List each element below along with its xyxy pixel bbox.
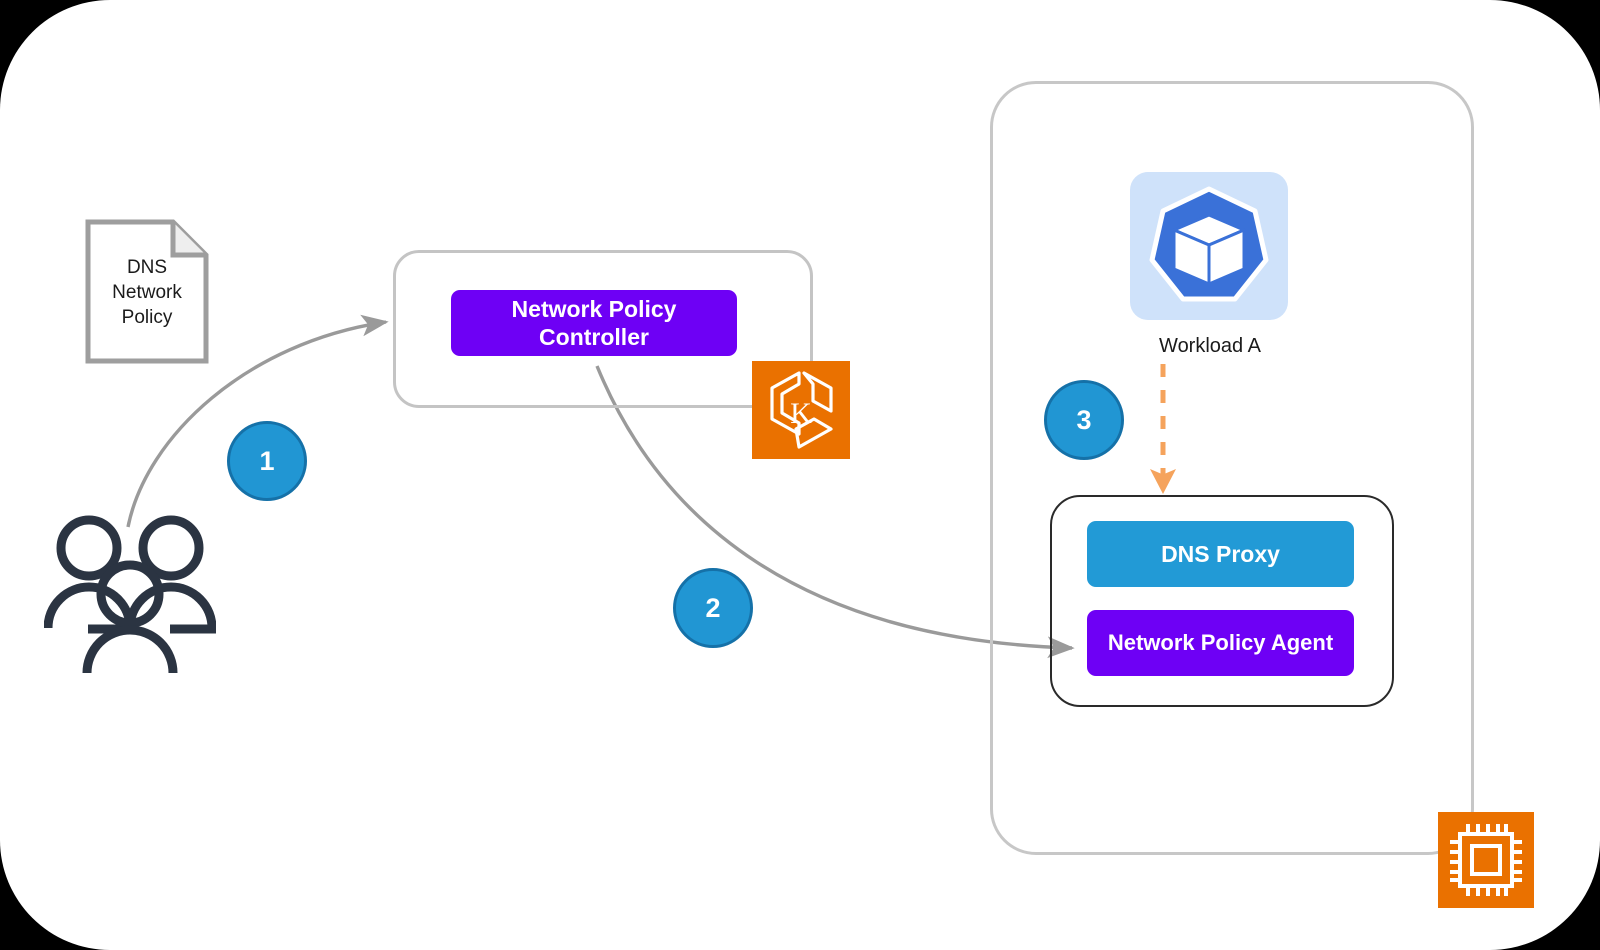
amazon-eks-icon: K [752,361,850,459]
document-label-line-2: Network [112,282,182,303]
document-label: DNS Network Policy [85,255,209,330]
step-2-number: 2 [705,592,721,623]
document-label-line-1: DNS [126,257,168,278]
eks-glyph: K [770,371,833,449]
step-3-number: 3 [1076,404,1092,435]
controller-label-line-2: Controller [539,324,649,350]
chip-glyph [1450,824,1522,896]
network-policy-controller-box[interactable]: Network Policy Controller [451,290,737,356]
dns-proxy-label: DNS Proxy [1161,540,1280,567]
users-glyph [43,515,217,674]
ec2-node-group [990,81,1474,855]
step-1-number: 1 [259,445,275,476]
document-icon [85,219,209,364]
document-label-line-3: Policy [121,307,173,328]
users-icon [43,508,217,674]
svg-text:K: K [790,397,812,430]
dns-proxy-box[interactable]: DNS Proxy [1087,521,1354,587]
network-policy-agent-box[interactable]: Network Policy Agent [1087,610,1354,676]
step-badge-1: 1 [227,421,307,501]
step-badge-2: 2 [673,568,753,648]
agent-pod-box [1050,495,1394,707]
step-badge-3: 3 [1044,380,1124,460]
workload-label: Workload A [1159,335,1261,357]
dns-network-policy-document: DNS Network Policy [85,219,209,364]
kubernetes-glyph [1149,186,1269,302]
kubernetes-pod-icon [1130,172,1288,320]
amazon-ec2-chip-icon [1438,812,1534,908]
controller-label-line-1: Network Policy [511,296,677,322]
eks-control-plane-group [393,250,813,408]
network-policy-agent-label: Network Policy Agent [1107,630,1334,655]
